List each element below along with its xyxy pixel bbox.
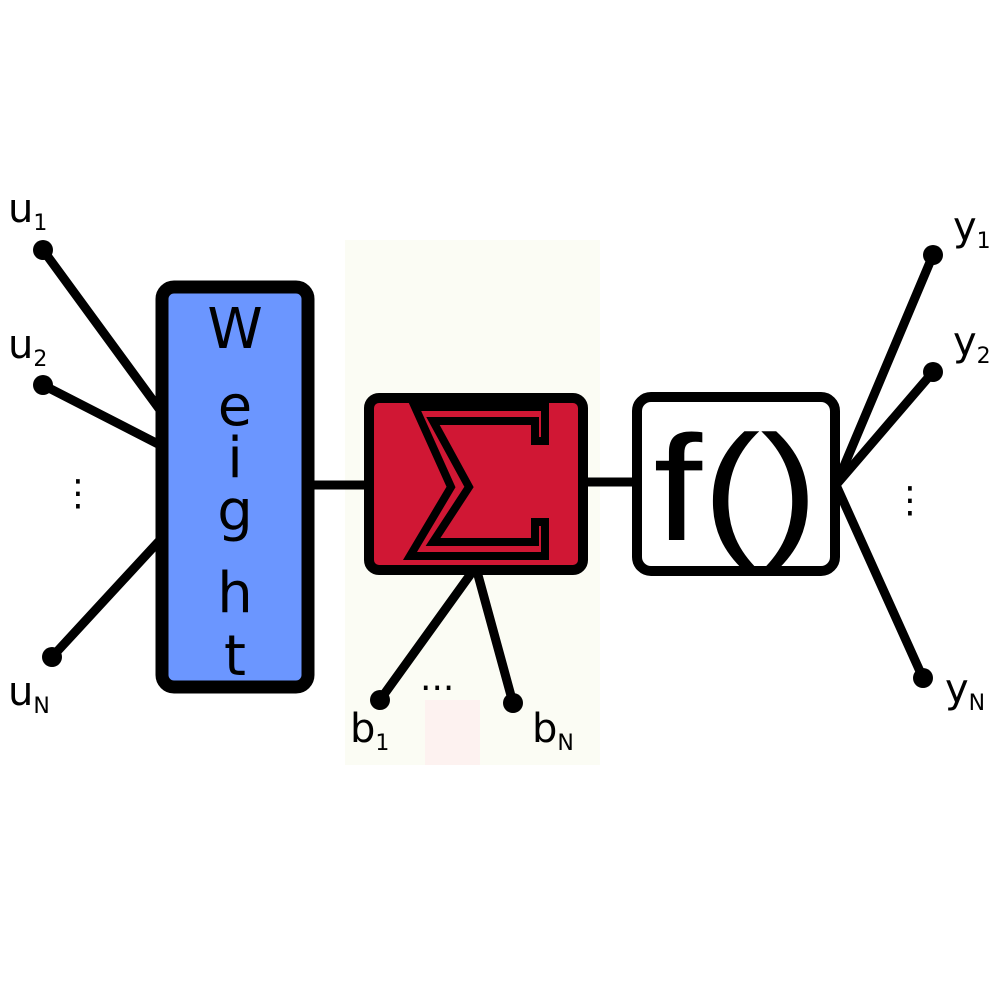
bias-terminal-b1 [370,690,390,710]
output-line-yN [831,480,928,683]
bias-ellipsis: ··· [420,668,454,709]
input-terminals [33,240,62,667]
weight-letter-4: g [217,479,253,544]
sum-block-box [364,393,588,575]
input-connections [38,245,165,662]
weight-letter-1: W [207,297,262,362]
input-line-uN [47,535,165,662]
label-y1: y1 [953,204,991,254]
weight-block-box [155,280,315,694]
label-y2: y2 [953,319,991,369]
sum-block [364,393,588,575]
label-u2: u2 [8,322,47,372]
bias-line-bN [473,570,518,708]
output-terminal-y1 [923,245,943,265]
label-bN: bN [532,706,574,756]
label-b1: b1 [350,706,389,756]
output-connections [831,250,938,683]
output-ellipsis: ⋮ [892,480,928,521]
bias-line-b1 [375,570,475,705]
bias-terminal-bN [503,693,523,713]
output-terminal-y2 [923,362,943,382]
weight-letter-5: h [217,561,253,626]
output-line-y1 [831,250,938,490]
output-terminal-yN [913,668,933,688]
sigma-icon [402,403,549,560]
weight-letter-6: t [224,624,246,689]
function-block: f() [632,392,840,576]
input-terminal-u1 [33,240,53,260]
input-ellipsis: ⋮ [60,473,96,514]
bias-connections [375,570,518,708]
input-terminal-uN [42,647,62,667]
weight-block: W e i g h t [155,280,315,694]
label-yN: yN [945,666,985,716]
background-patch-small [425,700,480,765]
function-label: f() [654,404,819,572]
weight-letter-2: e [218,374,252,439]
label-u1: u1 [8,186,47,236]
label-uN: uN [8,669,50,719]
input-terminal-u2 [33,375,53,395]
output-line-y2 [831,367,938,490]
input-line-u1 [38,245,165,415]
function-block-box [632,392,840,576]
input-line-u2 [38,380,165,450]
weight-letter-3: i [227,426,243,491]
